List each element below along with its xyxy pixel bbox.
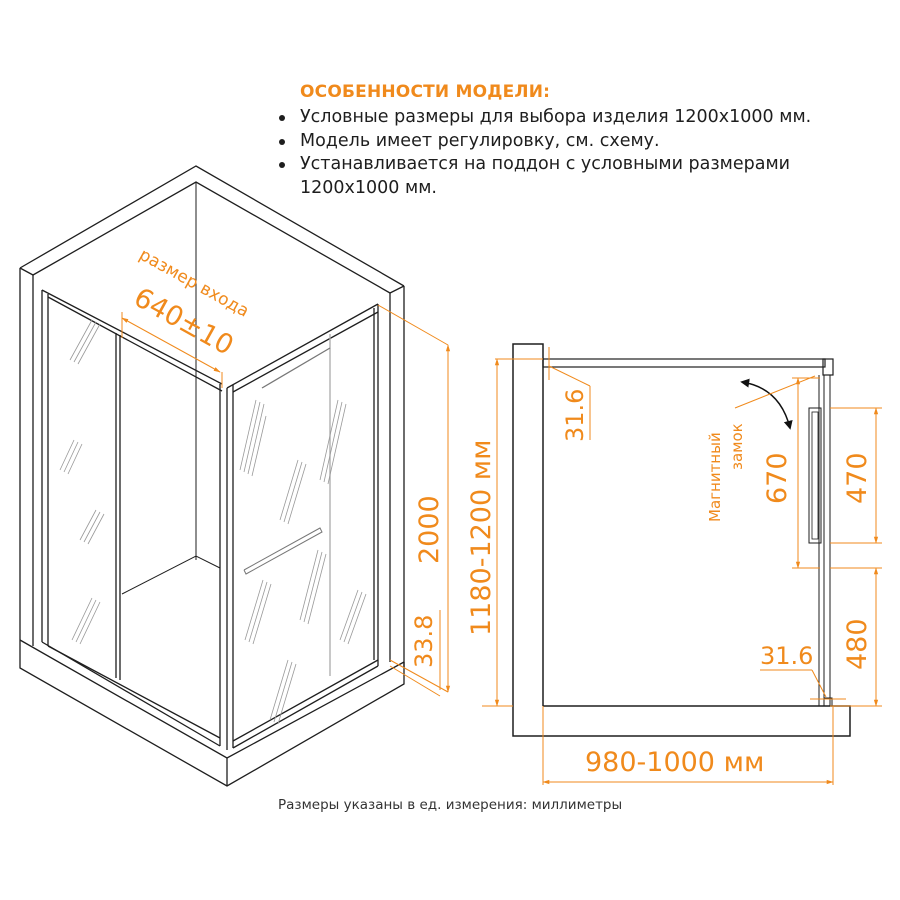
- top-gap-dimension: 31.6: [561, 389, 589, 442]
- units-footnote: Размеры указаны в ед. измерения: миллиме…: [278, 797, 623, 813]
- base-offset-dimension: 33.8: [410, 615, 438, 668]
- fixed-upper-dimension: 470: [842, 452, 873, 504]
- isometric-dimensions: [121, 304, 451, 697]
- feature-item: Модель имеет регулировку, см. схему.: [276, 130, 876, 154]
- magnet-lock-label: Магнитный: [706, 432, 724, 522]
- model-features: ОСОБЕННОСТИ МОДЕЛИ: Условные размеры для…: [276, 80, 876, 200]
- door-opening-dimension: 670: [762, 452, 793, 504]
- door-swing-arrow-icon: [740, 378, 793, 430]
- magnet-lock-label-2: замок: [728, 423, 746, 470]
- features-title: ОСОБЕННОСТИ МОДЕЛИ:: [300, 82, 551, 102]
- feature-item: Условные размеры для выбора изделия 1200…: [276, 106, 876, 130]
- fixed-lower-dimension: 480: [842, 618, 873, 670]
- bottom-gap-dimension: 31.6: [760, 642, 813, 670]
- feature-item: Устанавливается на поддон с условными ра…: [276, 153, 876, 200]
- plan-dimensions: [482, 347, 882, 785]
- length-range-dimension: 1180-1200 мм: [466, 440, 497, 637]
- width-range-dimension: 980-1000 мм: [585, 747, 764, 778]
- height-dimension: 2000: [414, 495, 445, 564]
- features-list: Условные размеры для выбора изделия 1200…: [276, 106, 876, 200]
- glass-hatch-pattern: [59, 319, 367, 725]
- isometric-view: [19, 165, 405, 787]
